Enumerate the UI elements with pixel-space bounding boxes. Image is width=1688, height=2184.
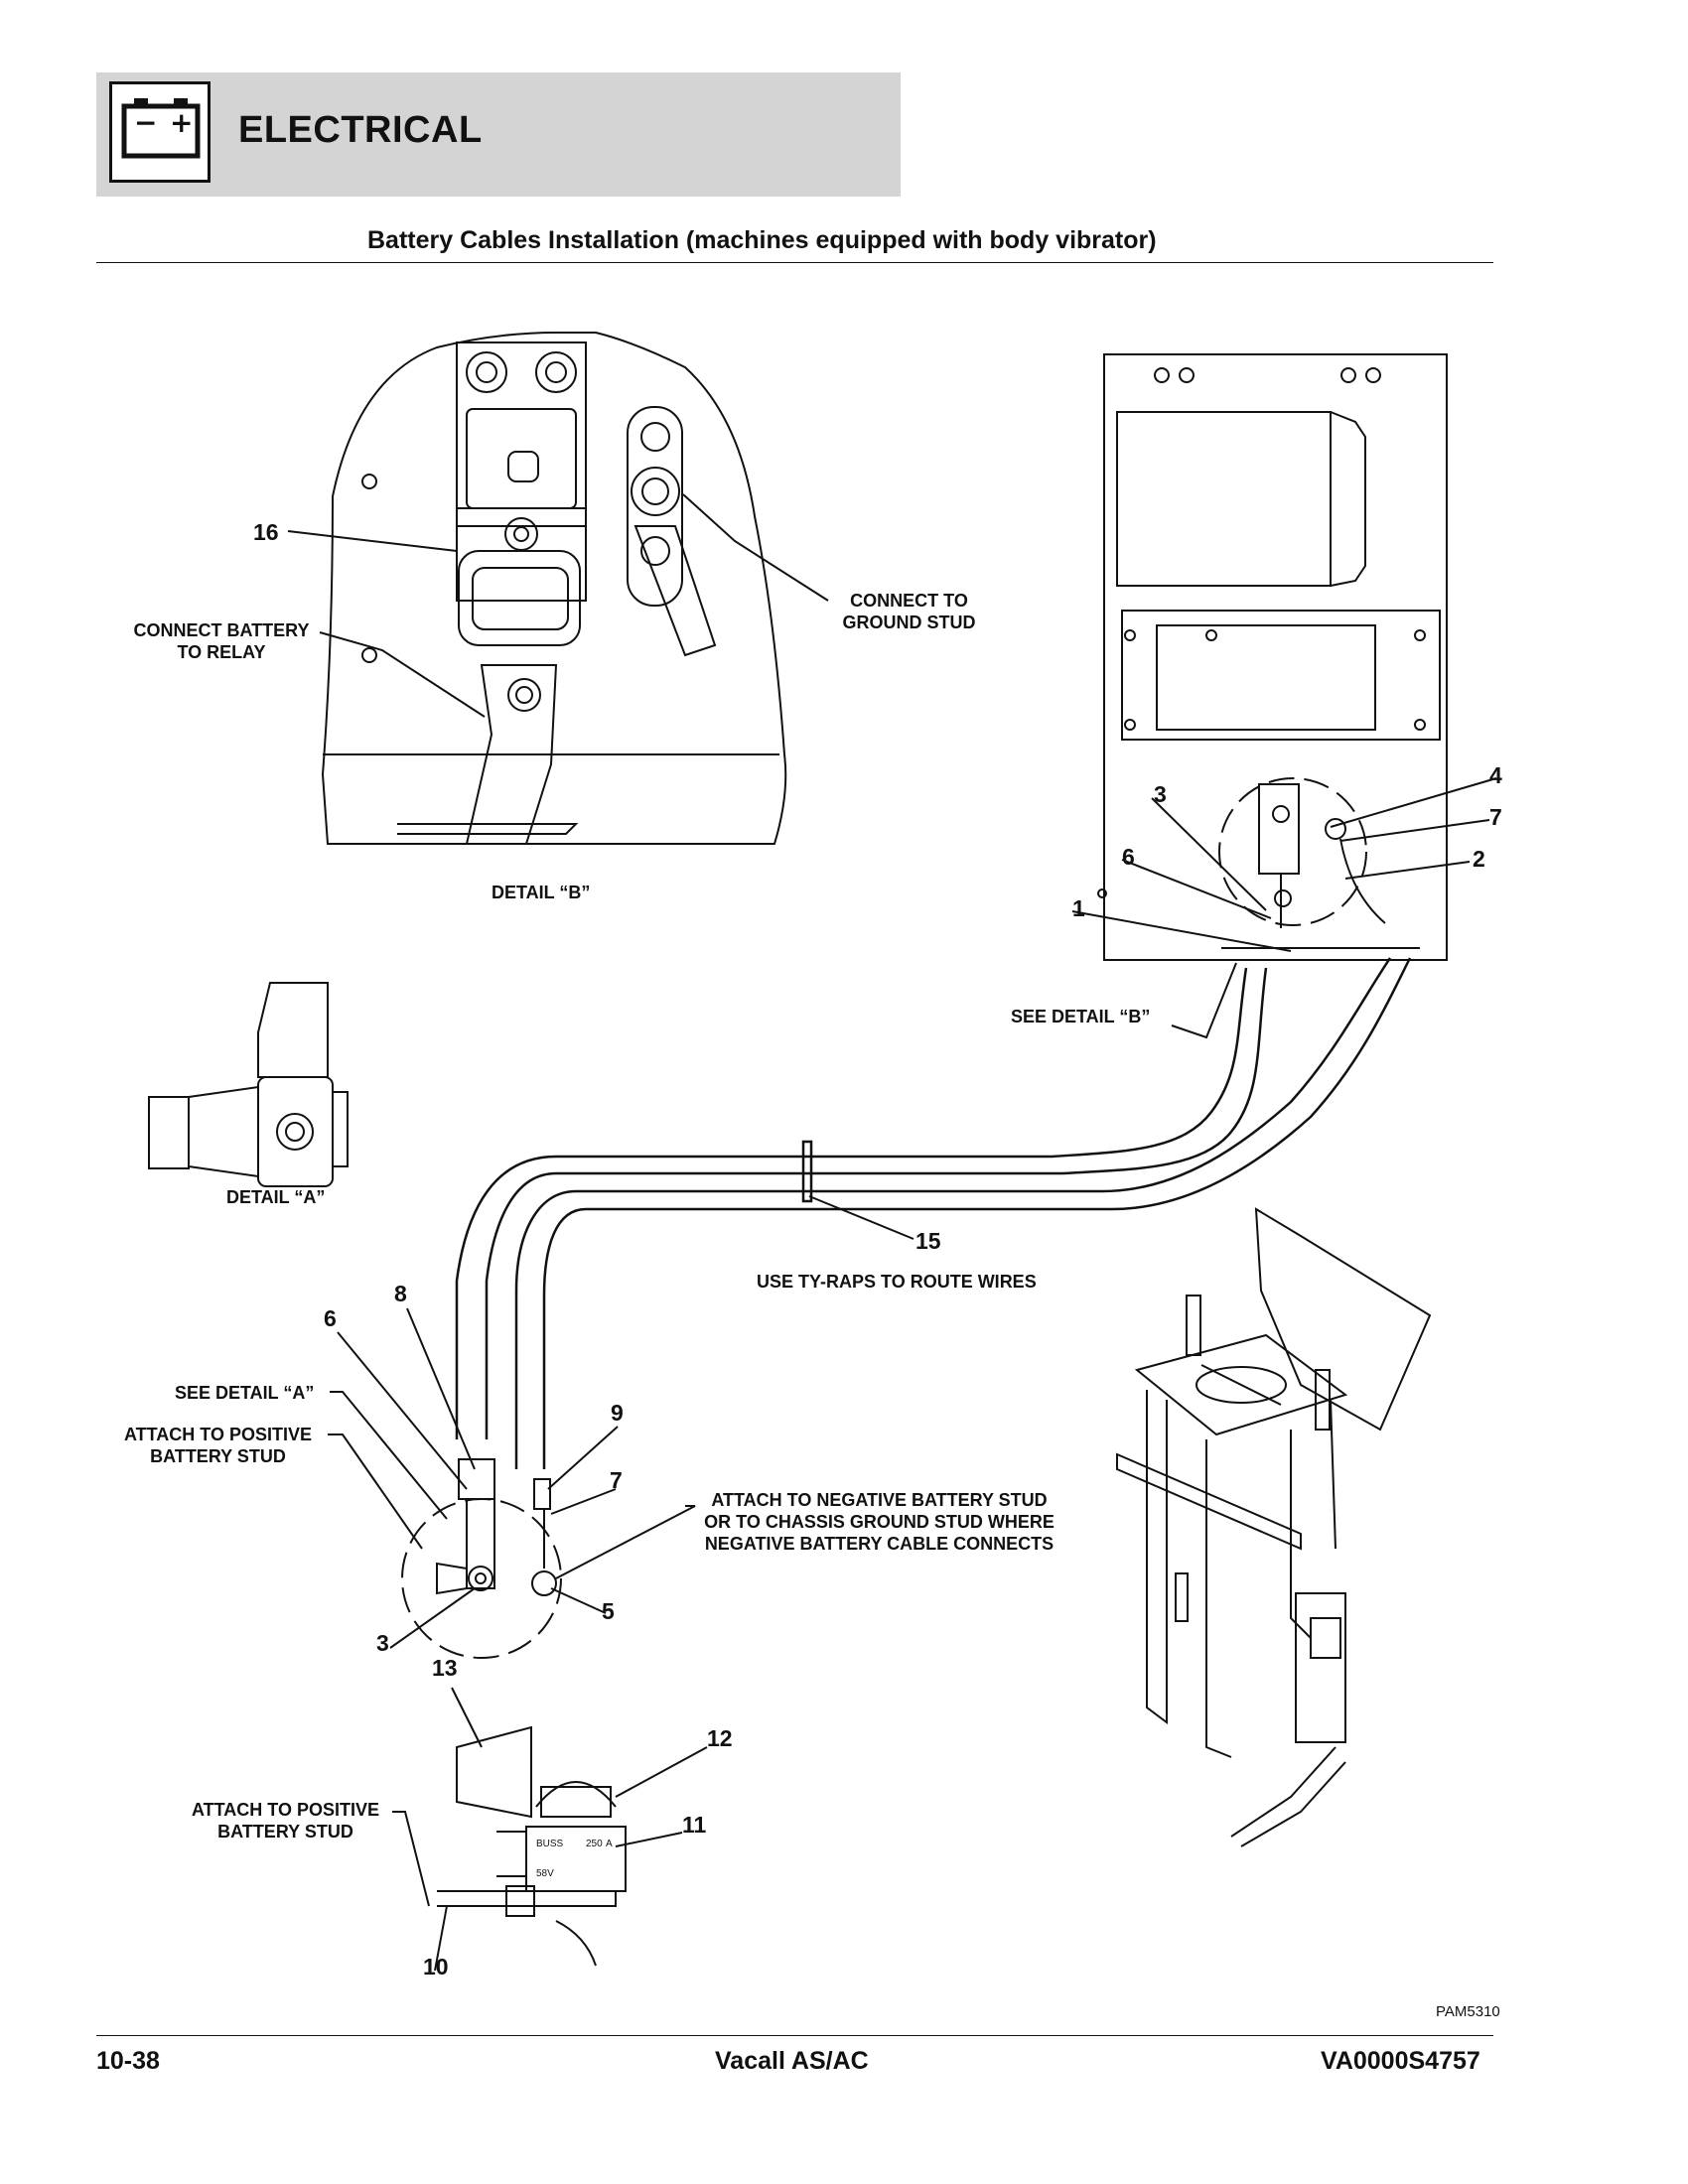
callout-1: 1 — [1072, 895, 1085, 921]
attach-positive-2-line2: BATTERY STUD — [217, 1822, 353, 1842]
plus-sign: + — [170, 106, 193, 139]
callout-7-mid: 7 — [610, 1467, 623, 1493]
attach-negative-line2: OR TO CHASSIS GROUND STUD WHERE — [704, 1512, 1055, 1532]
detail-b-label: DETAIL “B” — [492, 883, 591, 902]
attach-negative-label: ATTACH TO NEGATIVE BATTERY STUD OR TO CH… — [688, 1489, 1070, 1555]
detail-a-label: DETAIL “A” — [226, 1187, 326, 1207]
attach-positive-1-line2: BATTERY STUD — [150, 1446, 286, 1466]
callout-11: 11 — [682, 1812, 707, 1838]
callout-6-top: 6 — [1122, 844, 1135, 870]
bottom-rule — [96, 2035, 1493, 2036]
fuse-voltage-text: 58V — [536, 1868, 554, 1879]
product-name: Vacall AS/AC — [715, 2047, 869, 2075]
fuse-unit-text: A — [606, 1839, 613, 1849]
battery-icon: − + — [109, 81, 211, 183]
minus-sign: − — [134, 106, 157, 139]
callout-10: 10 — [423, 1954, 449, 1979]
document-id: VA0000S4757 — [1321, 2047, 1480, 2075]
attach-negative-line3: NEGATIVE BATTERY CABLE CONNECTS — [704, 1534, 1055, 1554]
callout-2: 2 — [1473, 846, 1485, 872]
callout-4: 4 — [1489, 762, 1502, 788]
relay-panel-drawing — [1097, 353, 1448, 961]
callout-15: 15 — [915, 1228, 941, 1254]
callout-12: 12 — [707, 1725, 733, 1751]
page-number: 10-38 — [96, 2047, 160, 2075]
callout-3-mid: 3 — [376, 1630, 389, 1656]
connect-ground-line2: GROUND STUD — [842, 613, 976, 632]
callout-9: 9 — [611, 1400, 624, 1426]
connect-battery-label: CONNECT BATTERY TO RELAY — [122, 619, 321, 663]
see-detail-a-label: SEE DETAIL “A” — [175, 1383, 315, 1403]
connect-ground-label: CONNECT TO GROUND STUD — [822, 590, 996, 633]
attach-positive-label-2: ATTACH TO POSITIVE BATTERY STUD — [179, 1799, 392, 1843]
fuse-assembly-drawing: BUSS 250 A 58V — [437, 1725, 627, 1967]
attach-positive-2-line1: ATTACH TO POSITIVE — [191, 1800, 379, 1820]
detail-b-drawing — [321, 332, 787, 845]
callout-5: 5 — [602, 1598, 615, 1624]
attach-positive-label-1: ATTACH TO POSITIVE BATTERY STUD — [111, 1424, 325, 1467]
callout-3-top: 3 — [1154, 781, 1167, 807]
header-band — [96, 72, 901, 197]
top-rule — [96, 262, 1493, 263]
callout-13: 13 — [432, 1655, 458, 1681]
battery-cables-drawing — [455, 957, 1412, 1469]
detail-a-drawing — [148, 982, 349, 1187]
connect-battery-line2: TO RELAY — [177, 642, 266, 662]
connect-ground-line1: CONNECT TO — [850, 591, 968, 611]
callout-16: 16 — [253, 519, 279, 545]
figure-ref: PAM5310 — [1436, 2003, 1500, 2020]
attach-negative-line1: ATTACH TO NEGATIVE BATTERY STUD — [711, 1490, 1048, 1510]
callout-7-top: 7 — [1489, 804, 1502, 830]
fuse-brand-text: BUSS — [536, 1839, 564, 1849]
see-detail-b-label: SEE DETAIL “B” — [1011, 1007, 1151, 1026]
cable-ends-drawing — [401, 1458, 562, 1659]
connect-battery-line1: CONNECT BATTERY — [133, 620, 310, 640]
machine-frame-drawing — [1116, 1207, 1432, 1847]
leader-lines — [287, 493, 1497, 1972]
fuse-rating-text: 250 — [586, 1839, 603, 1849]
section-title: ELECTRICAL — [238, 109, 483, 151]
callout-8: 8 — [394, 1281, 407, 1306]
page-subtitle: Battery Cables Installation (machines eq… — [367, 226, 1157, 254]
ty-raps-label: USE TY-RAPS TO ROUTE WIRES — [757, 1272, 1037, 1292]
callout-6-mid: 6 — [324, 1305, 337, 1331]
attach-positive-1-line1: ATTACH TO POSITIVE — [123, 1425, 312, 1444]
